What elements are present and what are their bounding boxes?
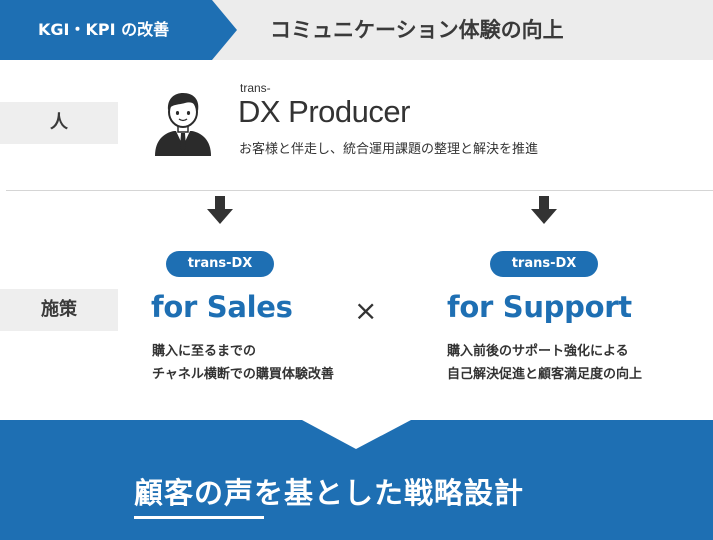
row-label-measures: 施策 bbox=[0, 289, 118, 331]
businessman-icon bbox=[152, 90, 214, 156]
banner-notch-shape bbox=[302, 420, 411, 449]
description-line: チャネル横断での購買体験改善 bbox=[152, 367, 334, 382]
section-divider bbox=[6, 190, 713, 191]
for-support-title: for Support bbox=[447, 290, 632, 324]
tag-arrow-shape bbox=[0, 0, 237, 60]
brand-prefix: trans- bbox=[240, 81, 271, 95]
down-arrow-icon bbox=[531, 196, 557, 226]
times-symbol: × bbox=[354, 294, 378, 327]
down-arrow-icon bbox=[207, 196, 233, 226]
description-line: 自己解決促進と顧客満足度の向上 bbox=[447, 367, 643, 382]
bottom-title-underline bbox=[134, 516, 264, 519]
kgi-kpi-tag: KGI・KPI の改善 bbox=[0, 0, 237, 60]
for-sales-description: 購入に至るまでの チャネル横断での購買体験改善 bbox=[152, 340, 334, 386]
for-sales-title: for Sales bbox=[151, 290, 293, 324]
bottom-title: 顧客の声を基とした戦略設計 bbox=[134, 476, 525, 510]
for-support-description: 購入前後のサポート強化による 自己解決促進と顧客満足度の向上 bbox=[447, 340, 642, 386]
bottom-banner bbox=[0, 420, 713, 540]
description-line: 購入に至るまでの bbox=[152, 344, 257, 359]
row-label-person: 人 bbox=[0, 102, 118, 144]
trans-dx-badge-sales: trans-DX bbox=[166, 251, 274, 277]
dx-producer-title: DX Producer bbox=[238, 94, 410, 129]
dx-producer-description: お客様と伴走し、統合運用課題の整理と解決を推進 bbox=[239, 142, 539, 157]
trans-dx-badge-support: trans-DX bbox=[490, 251, 598, 277]
header-title: コミュニケーション体験の向上 bbox=[270, 18, 564, 42]
kgi-kpi-label: KGI・KPI の改善 bbox=[38, 20, 170, 39]
description-line: 購入前後のサポート強化による bbox=[447, 344, 629, 359]
